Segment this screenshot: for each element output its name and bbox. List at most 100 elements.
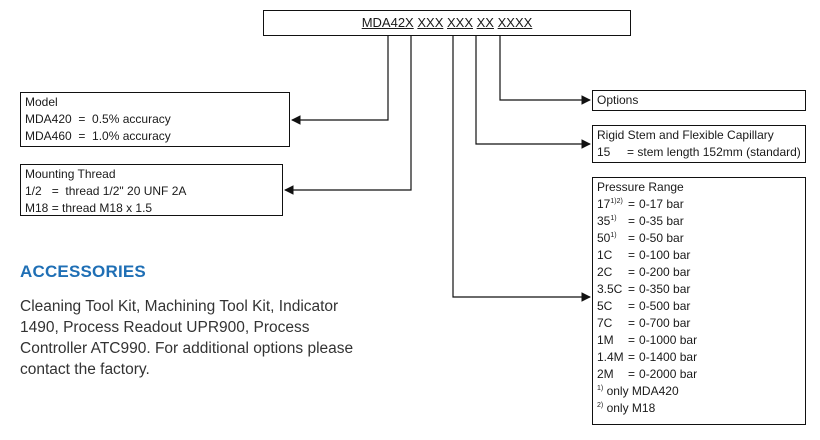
pressure-row: 5C =0-500 bar (597, 298, 801, 315)
equals-sign: = (628, 197, 636, 211)
equals-sign: = (628, 333, 636, 347)
pressure-code-text: 3.5C (597, 282, 623, 296)
footnote-mark: 1) (597, 385, 604, 392)
equals-sign: = (628, 350, 636, 364)
thread-code: M18 (25, 201, 49, 215)
footnote-mark: 1)2) (610, 198, 623, 205)
pressure-range-value: 0-2000 bar (639, 367, 698, 381)
pressure-code: 351) (597, 213, 628, 230)
accessories-text: Cleaning Tool Kit, Machining Tool Kit, I… (20, 298, 354, 378)
thread-code: 1/2 (25, 184, 42, 198)
equals-sign: = (51, 201, 59, 215)
equals-sign: = (78, 129, 86, 143)
pressure-code-text: 5C (597, 299, 613, 313)
order-code-segment: XXX (417, 15, 444, 30)
thread-title: Mounting Thread (25, 167, 116, 181)
model-row: MDA420 = 0.5% accuracy (25, 111, 285, 128)
accessories-heading: ACCESSORIES (20, 262, 146, 281)
footnote-text: only MDA420 (606, 384, 679, 398)
pressure-range-value: 0-500 bar (639, 299, 691, 313)
equals-sign: = (628, 248, 636, 262)
pressure-code-text: 35 (597, 214, 611, 228)
pressure-code: 171)2) (597, 196, 628, 213)
pressure-row: 351)=0-35 bar (597, 213, 801, 230)
pressure-row: 3.5C=0-350 bar (597, 281, 801, 298)
pressure-code: 7C (597, 315, 628, 332)
pressure-range-value: 0-50 bar (639, 231, 684, 245)
stem-code: 15 (597, 145, 611, 159)
footnote-mark: 1) (610, 232, 617, 239)
equals-sign: = (628, 282, 636, 296)
model-code: MDA420 (25, 112, 72, 126)
model-connector (291, 36, 389, 125)
pressure-connector (452, 36, 591, 302)
pressure-row: 1M =0-1000 bar (597, 332, 801, 349)
equals-sign: = (628, 367, 636, 381)
pressure-range-value: 0-100 bar (639, 248, 691, 262)
options-connector (499, 36, 591, 105)
stem-desc: stem length 152mm (standard) (637, 145, 801, 159)
order-code-segment: XXXX (497, 15, 533, 30)
pressure-code-text: 2M (597, 367, 614, 381)
options-box: Options (592, 90, 806, 111)
pressure-range-value: 0-17 bar (639, 197, 684, 211)
thread-desc: thread 1/2" 20 UNF 2A (65, 184, 187, 198)
pressure-range-value: 0-35 bar (639, 214, 684, 228)
pressure-range-value: 0-700 bar (639, 316, 691, 330)
model-title: Model (25, 95, 58, 109)
pressure-code-text: 1M (597, 333, 614, 347)
stem-title: Rigid Stem and Flexible Capillary (597, 128, 774, 142)
pressure-title: Pressure Range (597, 180, 684, 194)
equals-sign: = (627, 145, 635, 159)
footnote: 2) only M18 (597, 400, 801, 417)
thread-connector (284, 36, 412, 195)
footnote-mark: 1) (610, 215, 617, 222)
pressure-code-text: 2C (597, 265, 613, 279)
model-row: MDA460 = 1.0% accuracy (25, 128, 285, 145)
pressure-code: 1.4M (597, 349, 628, 366)
equals-sign: = (628, 214, 636, 228)
thread-row: M18 = thread M18 x 1.5 (25, 200, 278, 217)
equals-sign: = (628, 265, 636, 279)
pressure-row: 501)=0-50 bar (597, 230, 801, 247)
thread-desc: thread M18 x 1.5 (62, 201, 153, 215)
pressure-code-text: 17 (597, 197, 611, 211)
stem-box: Rigid Stem and Flexible Capillary 15 = s… (592, 125, 806, 163)
pressure-row: 2M =0-2000 bar (597, 366, 801, 383)
pressure-code: 5C (597, 298, 628, 315)
equals-sign: = (628, 316, 636, 330)
pressure-code: 501) (597, 230, 628, 247)
order-code-box: MDA42X XXX XXX XX XXXX (263, 10, 631, 36)
model-desc: 0.5% accuracy (92, 112, 171, 126)
mounting-thread-box: Mounting Thread 1/2 = thread 1/2" 20 UNF… (20, 164, 283, 216)
equals-sign: = (628, 299, 636, 313)
pressure-code-text: 1.4M (597, 350, 624, 364)
equals-sign: = (78, 112, 86, 126)
model-code: MDA460 (25, 129, 72, 143)
pressure-row: 1C =0-100 bar (597, 247, 801, 264)
pressure-range-value: 0-1000 bar (639, 333, 698, 347)
thread-row: 1/2 = thread 1/2" 20 UNF 2A (25, 183, 278, 200)
options-title: Options (597, 93, 639, 107)
pressure-code: 1M (597, 332, 628, 349)
order-code-segment: XX (476, 15, 494, 30)
pressure-code-text: 7C (597, 316, 613, 330)
pressure-range-value: 0-200 bar (639, 265, 691, 279)
stem-connector (475, 36, 591, 149)
pressure-code: 3.5C (597, 281, 628, 298)
equals-sign: = (628, 231, 636, 245)
footnote-text: only M18 (606, 401, 656, 415)
pressure-code-text: 1C (597, 248, 613, 262)
pressure-code: 2C (597, 264, 628, 281)
equals-sign: = (51, 184, 59, 198)
pressure-row: 1.4M=0-1400 bar (597, 349, 801, 366)
model-desc: 1.0% accuracy (92, 129, 171, 143)
pressure-row: 2C =0-200 bar (597, 264, 801, 281)
footnote: 1) only MDA420 (597, 383, 801, 400)
model-box: Model MDA420 = 0.5% accuracy MDA460 = 1.… (20, 92, 290, 147)
order-code-segment: XXX (447, 15, 474, 30)
footnote-mark: 2) (597, 402, 604, 409)
order-code-base: MDA42X (361, 15, 414, 30)
